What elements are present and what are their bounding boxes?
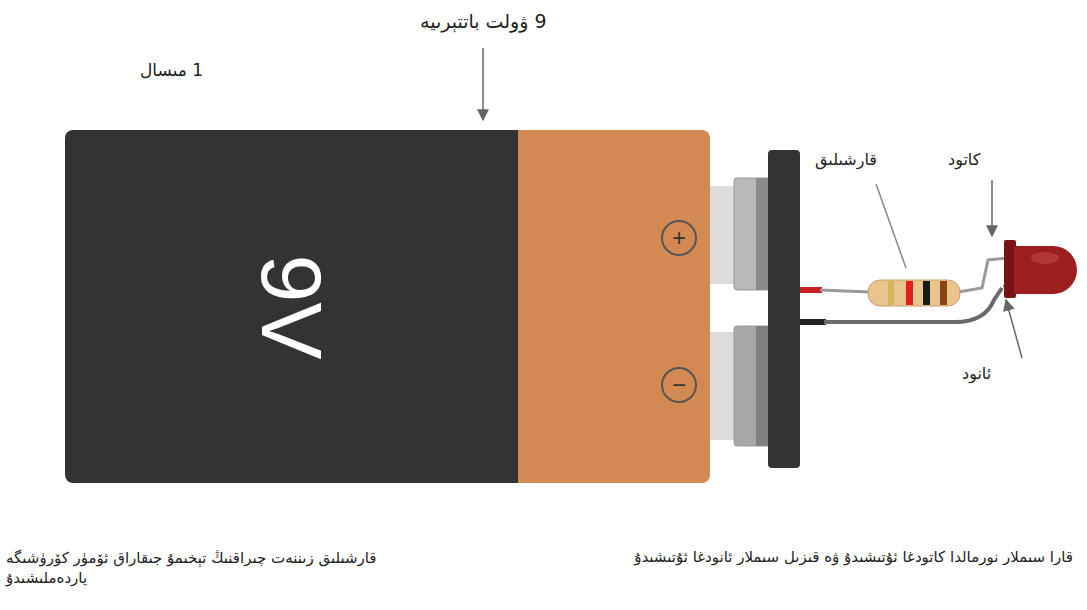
leader-line [1006,300,1022,358]
polarity-sign: + [663,222,695,254]
negative-symbol: − [661,367,697,403]
leader-line [482,48,484,120]
negative-terminal [734,326,770,446]
terminal-base [710,332,736,440]
part-name: ئانود [962,364,991,383]
red-wire [800,287,822,293]
positive-terminal [734,178,770,290]
resistor-band [906,281,913,305]
resistor-band [888,281,894,305]
leader-line [991,180,993,236]
text-run: 9V [248,254,334,359]
resistor-lead [958,258,1008,292]
led-symbol [1014,246,1077,294]
terminal-shade [756,326,770,446]
resistor-band [923,281,930,305]
resistor-symbol [868,280,960,306]
part-name: كاتود [948,150,980,169]
title-label: 9 ۋولت باتتېرىيە [420,10,547,32]
polarity-sign: − [663,369,695,401]
resistor-band [940,281,947,305]
leader-line [876,184,906,268]
part-name: قارشىلىق [815,150,877,169]
terminal-base [710,186,736,284]
text-run: + [672,226,686,250]
example-label: 1 مىسال [140,60,203,80]
terminal-shade [756,178,770,290]
wire-lead [820,290,870,292]
positive-symbol: + [661,220,697,256]
battery-label: 9V [65,130,518,483]
black-wire [800,319,826,325]
note: قارشىلىق زىننەت چىراقنىڭ تېخىمۇ جىقاراق … [6,548,421,589]
text-run: − [672,373,686,397]
snap-connector [768,150,800,468]
battery-body: + − 9V [65,130,710,483]
led-highlight [1031,252,1059,264]
note: قارا سىملار نورمالدا كاتودغا ئۇتىشىدۇ ۋە… [634,548,1073,566]
